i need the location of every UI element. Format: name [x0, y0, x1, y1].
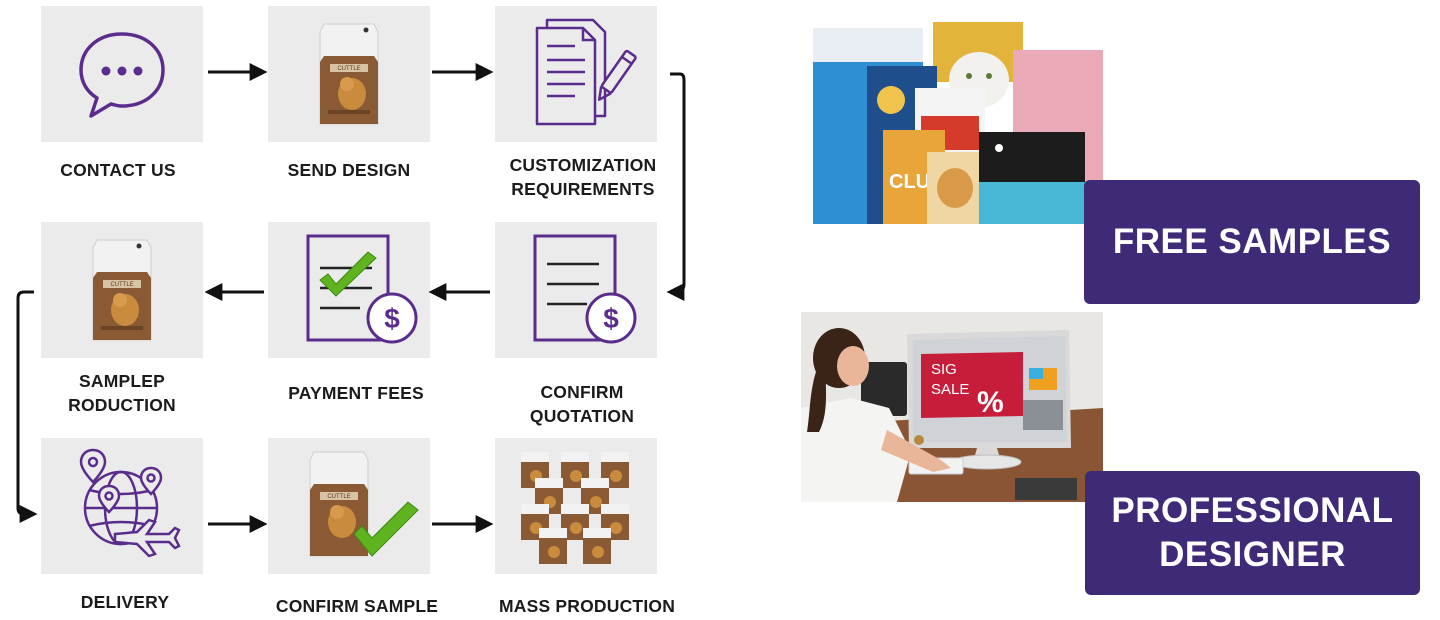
svg-text:CUTTLE: CUTTLE [337, 66, 360, 72]
step-contact-tile [41, 6, 203, 142]
sample-production-label-line1: SAMPLEP [79, 371, 165, 391]
free-samples-text: FREE SAMPLES [1112, 222, 1392, 261]
step-mass-production-label: MASS PRODUCTION [498, 596, 676, 616]
step-send-design-tile: CUTTLE [268, 6, 430, 142]
step-confirm-sample-label: CONFIRM SAMPLE [275, 596, 439, 616]
svg-text:$: $ [384, 303, 400, 334]
pet-food-bag-icon: CUTTLE [92, 239, 152, 341]
quotation-label-line2: QUOTATION [529, 406, 635, 426]
designer-at-computer-photo: SIG SALE % [801, 312, 1103, 502]
documents-pen-icon [535, 18, 637, 126]
quotation-dollar-icon: $ [533, 234, 637, 344]
svg-text:%: % [977, 386, 1004, 419]
step-confirm-sample-tile: CUTTLE [268, 438, 430, 574]
free-samples-banner: FREE SAMPLES [1084, 180, 1420, 304]
customization-label-line2: REQUIREMENTS [511, 179, 655, 199]
small-bag-icon [561, 504, 589, 540]
step-sample-production-tile: CUTTLE [41, 222, 203, 358]
professional-designer-line1: PROFESSIONAL [1111, 491, 1394, 530]
pet-food-bag-icon: CUTTLE [319, 23, 379, 125]
step-quotation-label: CONFIRM QUOTATION [462, 380, 702, 428]
step-customization-tile [495, 6, 657, 142]
invoice-check-dollar-icon: $ [306, 234, 418, 344]
quotation-label-line1: CONFIRM [540, 382, 624, 402]
pet-food-packaging-photo: CLUB [803, 20, 1103, 224]
many-bags-icon [521, 452, 629, 564]
bag-checkmark-icon: CUTTLE [309, 451, 419, 557]
professional-designer-line2: DESIGNER [1159, 535, 1346, 574]
green-checkmark-icon [319, 251, 377, 297]
step-quotation-tile: $ [495, 222, 657, 358]
step-contact-label: CONTACT US [60, 160, 176, 180]
airplane-icon [113, 518, 181, 558]
step-payment-label: PAYMENT FEES [288, 383, 424, 403]
step-mass-production-tile [495, 438, 657, 574]
professional-designer-banner: PROFESSIONAL DESIGNER [1085, 471, 1420, 595]
svg-text:SALE: SALE [931, 381, 969, 398]
green-checkmark-icon [353, 501, 419, 557]
svg-text:SIG: SIG [931, 361, 957, 378]
small-bag-icon [601, 504, 629, 540]
step-payment-tile: $ [268, 222, 430, 358]
step-sample-production-label: SAMPLEP RODUCTION [2, 369, 242, 417]
step-delivery-label: DELIVERY [80, 592, 170, 612]
svg-text:CUTTLE: CUTTLE [327, 494, 350, 500]
svg-text:$: $ [603, 303, 619, 334]
step-send-design-label: SEND DESIGN [287, 160, 411, 180]
sample-production-label-line2: RODUCTION [68, 395, 176, 415]
globe-plane-location-icon [79, 448, 181, 558]
chat-bubble-icon [79, 32, 165, 118]
customization-label-line1: CUSTOMIZATION [509, 155, 657, 175]
step-delivery-tile [41, 438, 203, 574]
step-customization-label: CUSTOMIZATION REQUIREMENTS [463, 153, 703, 201]
small-bag-icon [539, 528, 567, 564]
small-bag-icon [583, 528, 611, 564]
svg-text:CUTTLE: CUTTLE [110, 282, 133, 288]
